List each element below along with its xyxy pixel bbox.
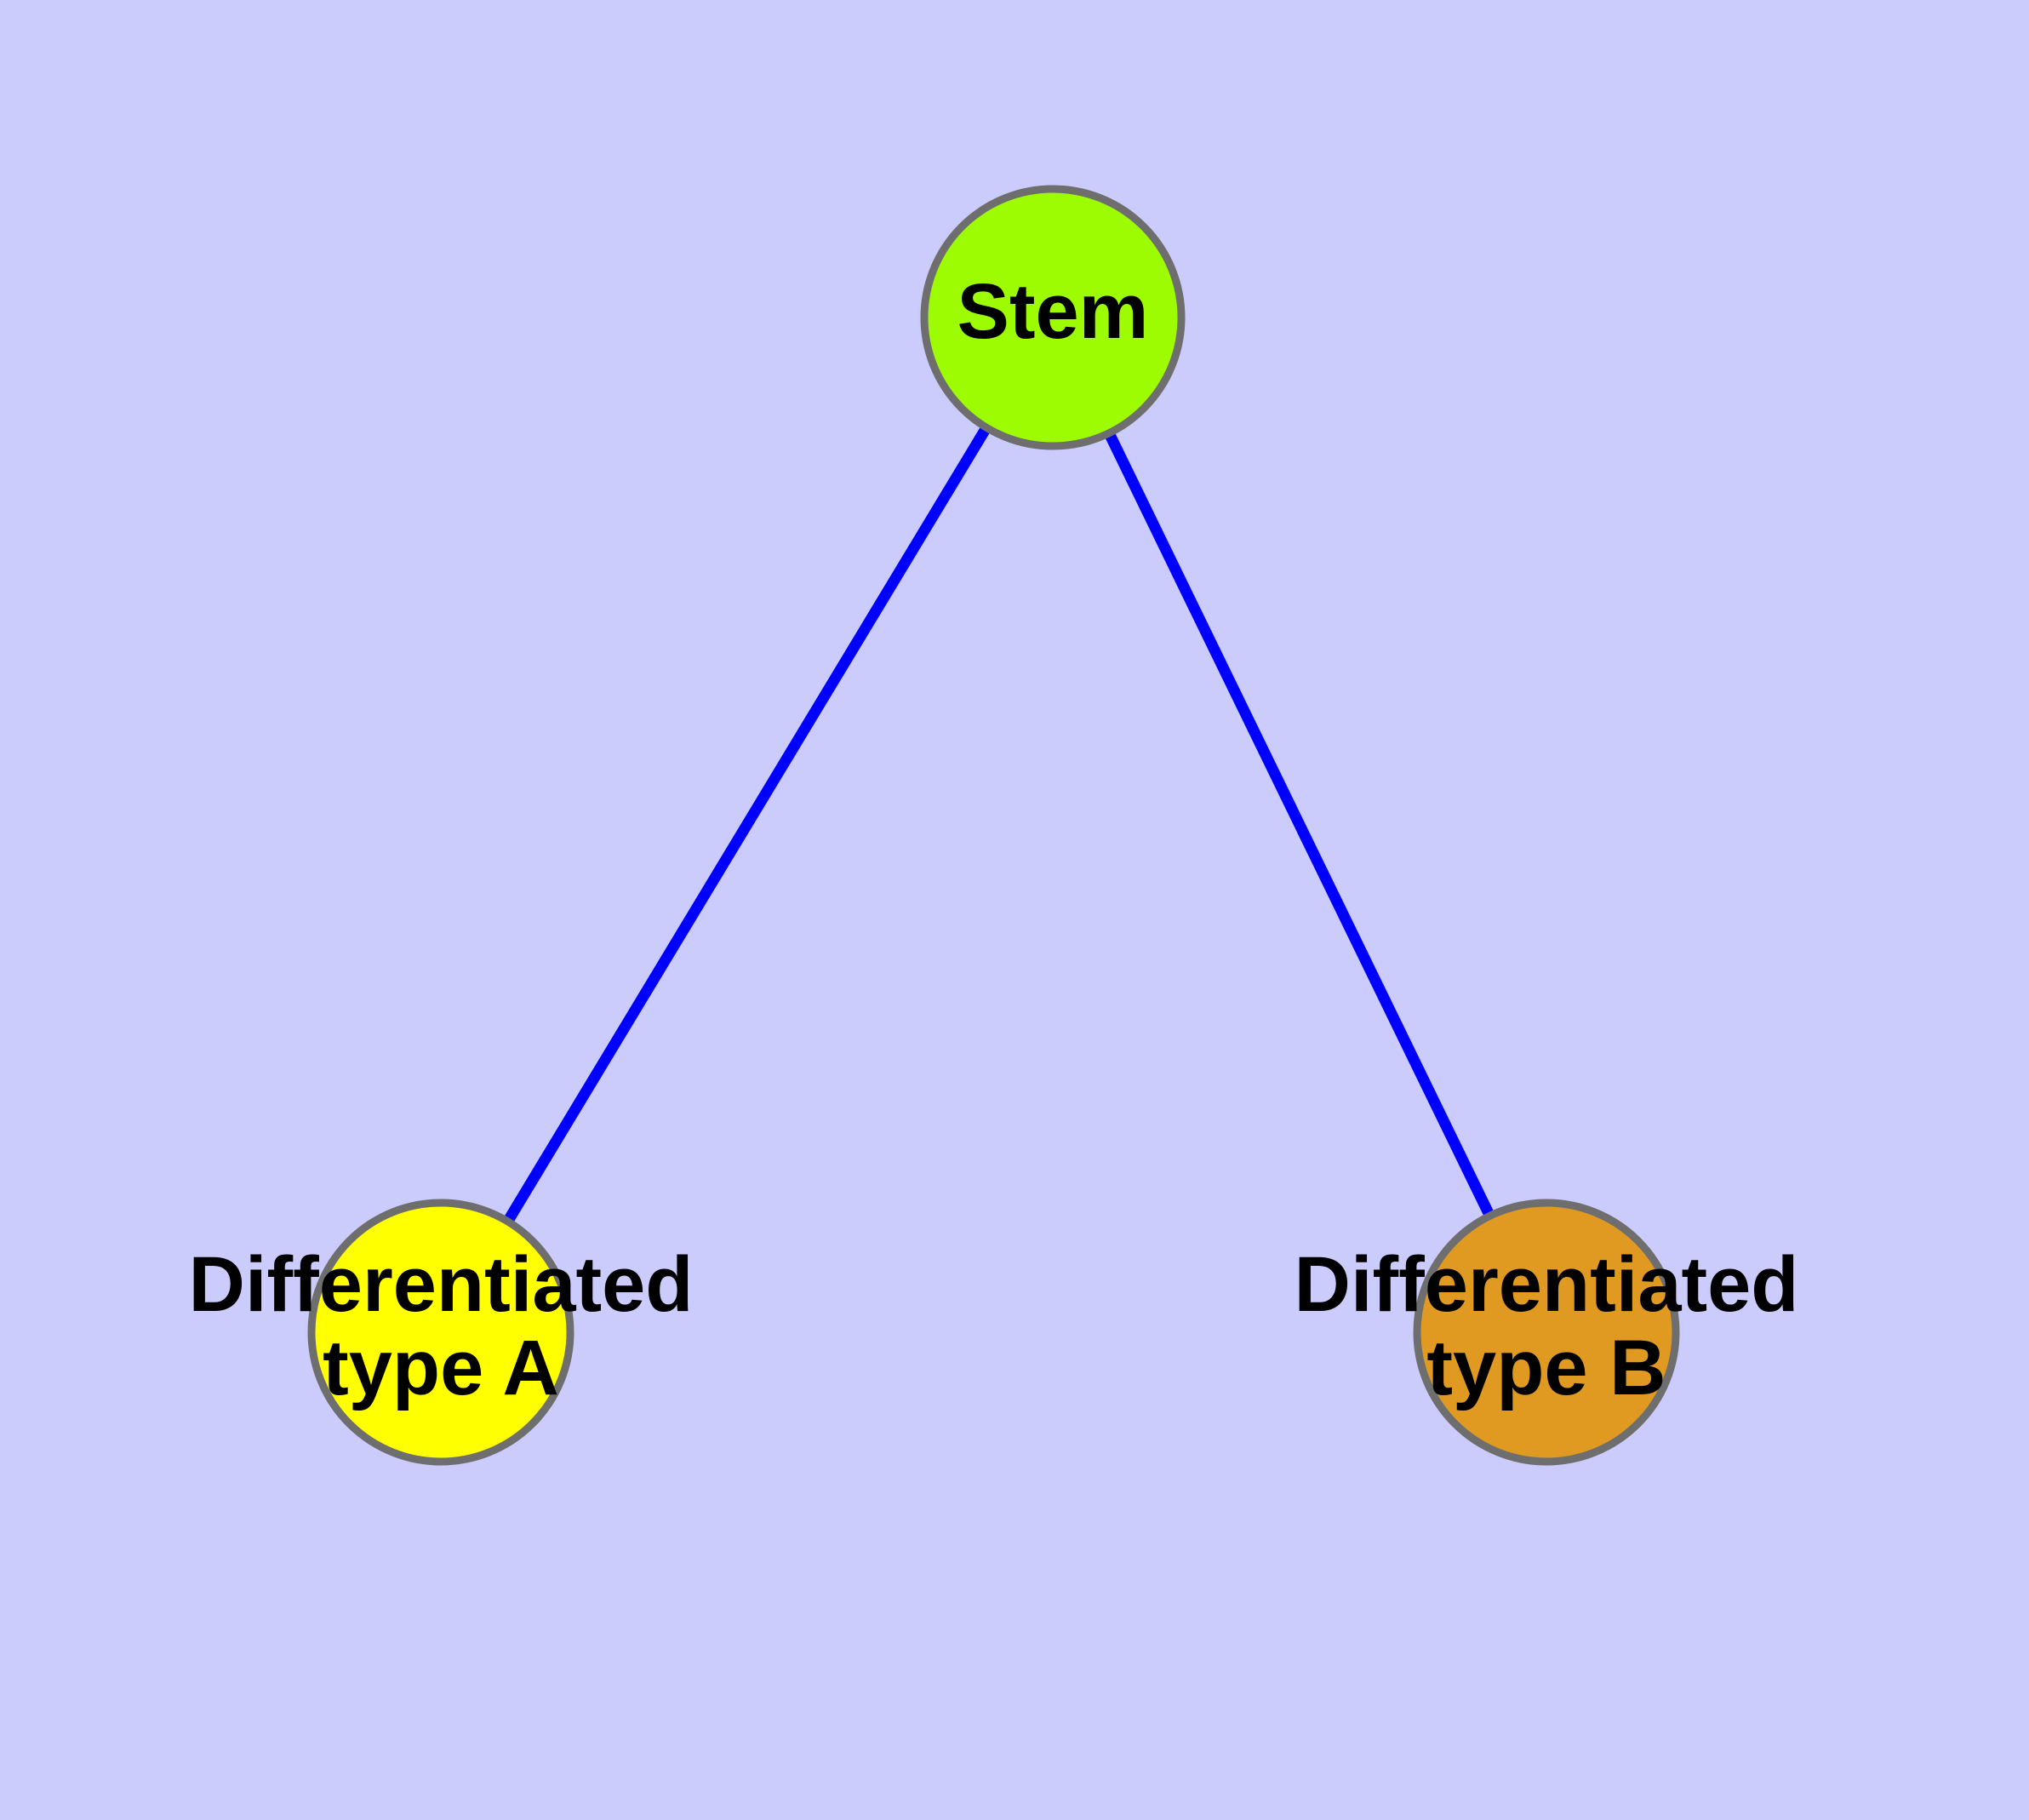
- node-label-stem: Stem: [957, 268, 1149, 355]
- node-stem[interactable]: Stem: [920, 185, 1186, 450]
- node-label-line: type B: [1426, 1325, 1666, 1411]
- node-label-line: Differentiated: [189, 1242, 694, 1329]
- node-circle-diff_b[interactable]: [1413, 1199, 1680, 1466]
- node-label-line: Stem: [957, 268, 1149, 355]
- node-label-line: type A: [323, 1325, 559, 1411]
- node-circle-stem[interactable]: [920, 185, 1186, 450]
- edge-stem-diff-b: [1104, 430, 1495, 1219]
- edge-stem-diff-a: [502, 424, 992, 1225]
- node-circle-diff_a[interactable]: [307, 1199, 574, 1466]
- node-label-line: Differentiated: [1295, 1242, 1799, 1329]
- edges-layer: [502, 424, 1495, 1225]
